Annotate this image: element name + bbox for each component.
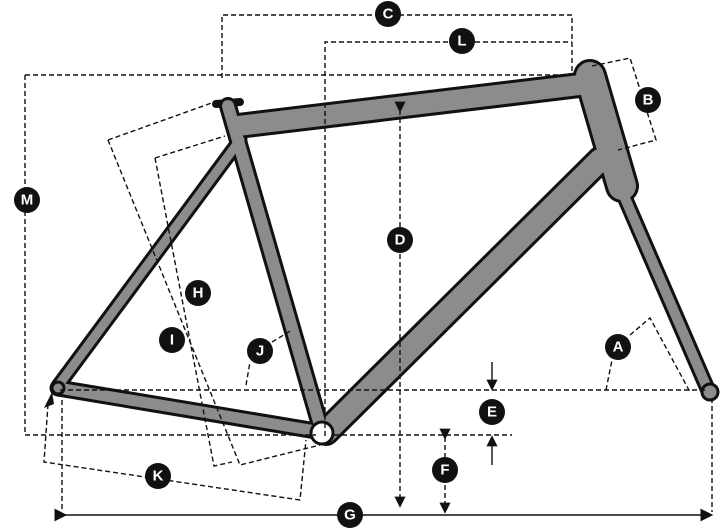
label-c: C: [375, 1, 401, 27]
svg-text:G: G: [344, 507, 356, 524]
svg-text:J: J: [256, 343, 264, 360]
svg-text:H: H: [193, 285, 204, 302]
label-d: D: [387, 227, 413, 253]
label-l: L: [449, 28, 475, 54]
label-b: B: [635, 87, 661, 113]
front-dropout: [700, 382, 720, 402]
derailleur-hanger: [44, 392, 54, 408]
label-f: F: [432, 457, 458, 483]
svg-text:F: F: [440, 462, 449, 479]
svg-text:I: I: [170, 332, 174, 349]
svg-text:M: M: [21, 192, 34, 209]
rear-dropout: [50, 380, 66, 396]
svg-text:L: L: [457, 33, 466, 50]
frame-body: [52, 62, 713, 443]
svg-text:E: E: [487, 404, 497, 421]
label-a: A: [605, 334, 631, 360]
label-g: G: [337, 502, 363, 528]
bottom-bracket: [309, 420, 335, 446]
label-j: J: [247, 338, 273, 364]
svg-text:B: B: [643, 92, 654, 109]
svg-text:D: D: [395, 232, 406, 249]
svg-text:K: K: [153, 468, 164, 485]
svg-text:C: C: [383, 6, 394, 23]
label-h: H: [185, 280, 211, 306]
label-e: E: [479, 399, 505, 425]
label-m: M: [14, 187, 40, 213]
label-k: K: [145, 463, 171, 489]
label-i: I: [159, 327, 185, 353]
svg-text:A: A: [613, 339, 624, 356]
